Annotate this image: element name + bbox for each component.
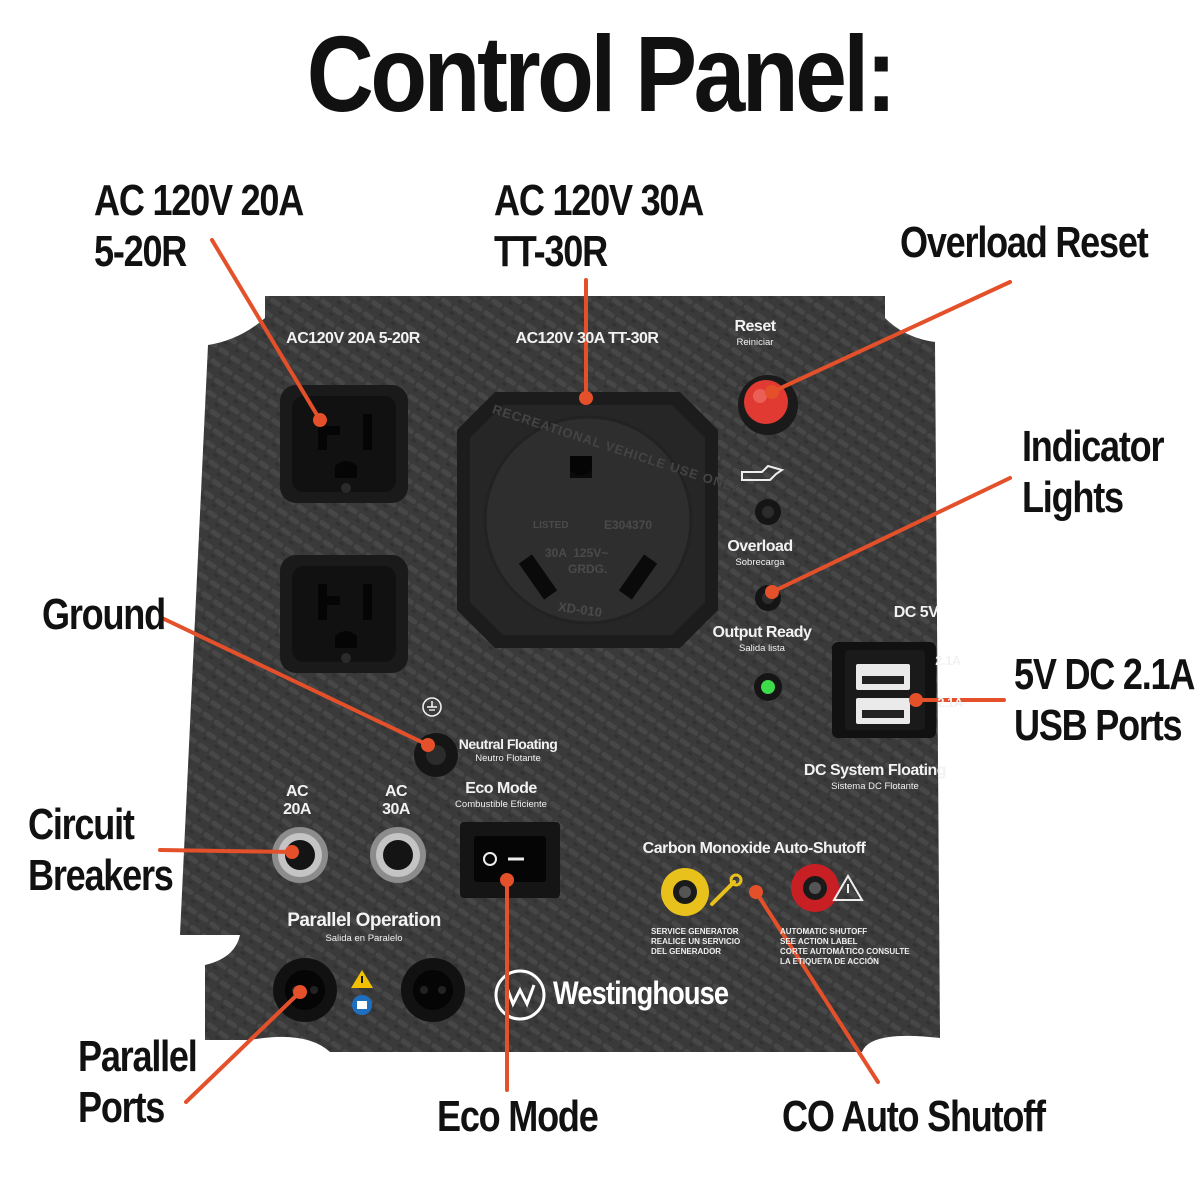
callout-line-parallel bbox=[184, 990, 302, 1104]
panel-label-ac20: AC120V 20A 5-20R bbox=[286, 330, 420, 347]
panel-label-co: Carbon Monoxide Auto-Shutoff bbox=[642, 840, 866, 857]
callout-line-co bbox=[754, 890, 880, 1084]
co-red-indicator bbox=[791, 864, 839, 912]
brand-wordmark: Westinghouse bbox=[553, 975, 729, 1011]
callout-line-reset bbox=[770, 280, 1012, 394]
wrench-icon bbox=[710, 873, 743, 906]
ac20-outlet-bottom bbox=[280, 555, 408, 673]
callout-co-shutoff: CO Auto Shutoff bbox=[782, 1092, 1046, 1141]
reset-button bbox=[738, 375, 798, 435]
output-ready-light bbox=[754, 673, 782, 701]
panel-label-service-generator: SERVICE GENERATOR REALICE UN SERVICIO DE… bbox=[651, 927, 741, 956]
callout-eco-mode: Eco Mode bbox=[437, 1092, 599, 1141]
panel-label-ac30: AC120V 30A TT-30R bbox=[515, 330, 659, 347]
tt30-grds: GRDG. bbox=[568, 562, 608, 576]
callout-line-ground bbox=[160, 616, 430, 747]
callout-line-breakers bbox=[158, 848, 294, 854]
oil-indicator-light bbox=[755, 499, 781, 525]
panel-label-usb-rating-2: 2.1A bbox=[937, 695, 963, 710]
westinghouse-logo-icon bbox=[494, 969, 546, 1021]
panel-label-automatic-shutoff: AUTOMATIC SHUTOFF SEE ACTION LABEL CORTE… bbox=[780, 927, 910, 966]
usb-ports bbox=[832, 642, 936, 738]
callout-overload-reset: Overload Reset bbox=[900, 218, 1149, 267]
co-warning-icon bbox=[832, 874, 864, 901]
manual-icon bbox=[352, 995, 372, 1015]
eco-mode-switch bbox=[460, 822, 560, 898]
callout-ground: Ground bbox=[42, 590, 166, 639]
tt30-rating: 30A 125V~ bbox=[545, 546, 609, 560]
callout-line-indicators bbox=[770, 476, 1012, 594]
co-yellow-indicator bbox=[661, 868, 709, 916]
page-title: Control Panel: bbox=[306, 13, 897, 134]
oil-can-icon bbox=[741, 464, 785, 481]
ground-icon bbox=[422, 697, 442, 717]
parallel-port-right bbox=[401, 958, 465, 1022]
warning-triangle-icon bbox=[351, 970, 373, 988]
tt30-listed: LISTED bbox=[533, 520, 569, 531]
callout-line-ac20 bbox=[210, 238, 322, 422]
breaker-30a bbox=[370, 827, 426, 883]
breaker-20a bbox=[272, 827, 328, 883]
tt30-outlet bbox=[457, 392, 718, 648]
tt30-code: E304370 bbox=[604, 518, 653, 532]
panel-label-dc5v: DC 5V bbox=[893, 604, 939, 621]
ac20-outlet-top bbox=[280, 385, 408, 503]
panel-label-usb-rating-1: 2.1A bbox=[935, 653, 961, 668]
